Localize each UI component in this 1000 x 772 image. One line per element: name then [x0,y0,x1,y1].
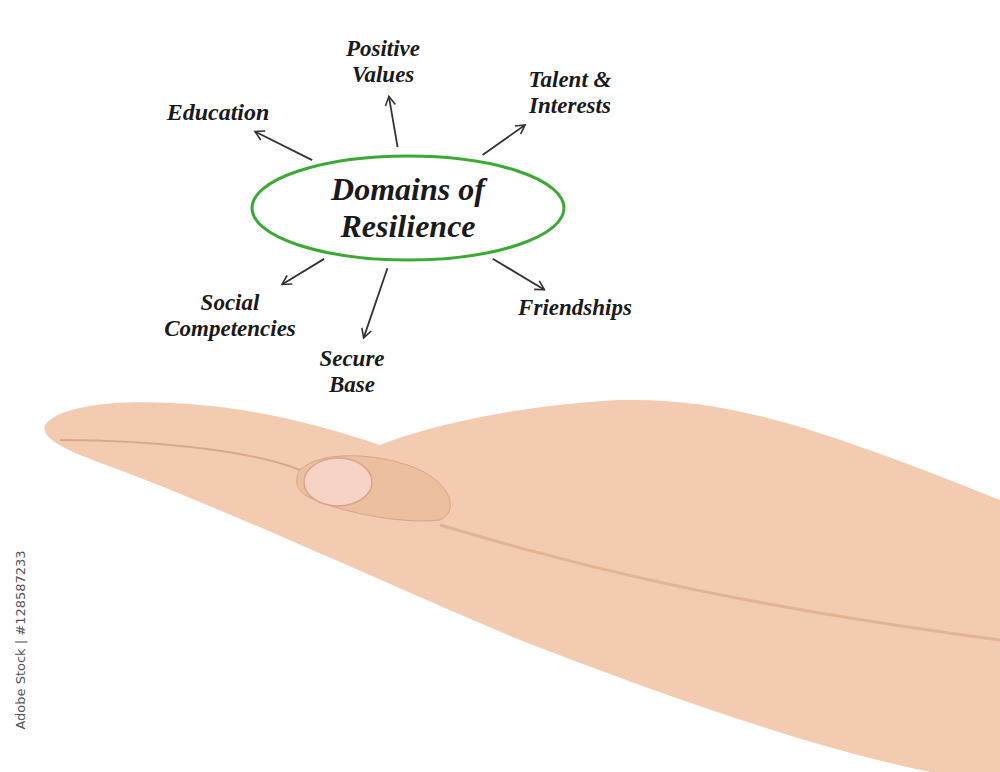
watermark-text: Adobe Stock | #128587233 [13,550,28,729]
center-title: Domains of Resilience [284,169,532,247]
domain-text: Positive Values [324,34,442,91]
domain-text: Social Competencies [141,288,319,345]
arrow-connector [364,268,388,338]
thumb-nail [304,458,372,506]
domain-label: Friendships [514,293,636,323]
domain-text: Friendships [514,293,636,323]
center-oval: Domains of Resilience [249,153,567,263]
domain-text: Talent & Interests [501,65,639,122]
domain-label: Positive Values [324,34,442,91]
thumb-shape [297,456,451,521]
palm-shadow [440,525,1000,640]
arrow-connector [483,125,526,155]
finger-crease [60,440,300,470]
domain-label: Social Competencies [141,288,319,345]
domain-text: Secure Base [298,344,406,401]
arrow-connector [282,259,324,285]
domain-label: Education [163,97,274,129]
domain-text: Education [163,97,274,129]
arrow-connector [255,131,312,160]
arrow-connector [493,259,545,290]
domain-label: Talent & Interests [501,65,639,122]
arrow-connector [389,96,398,147]
domain-label: Secure Base [298,344,406,401]
hand-shape [44,400,1000,772]
